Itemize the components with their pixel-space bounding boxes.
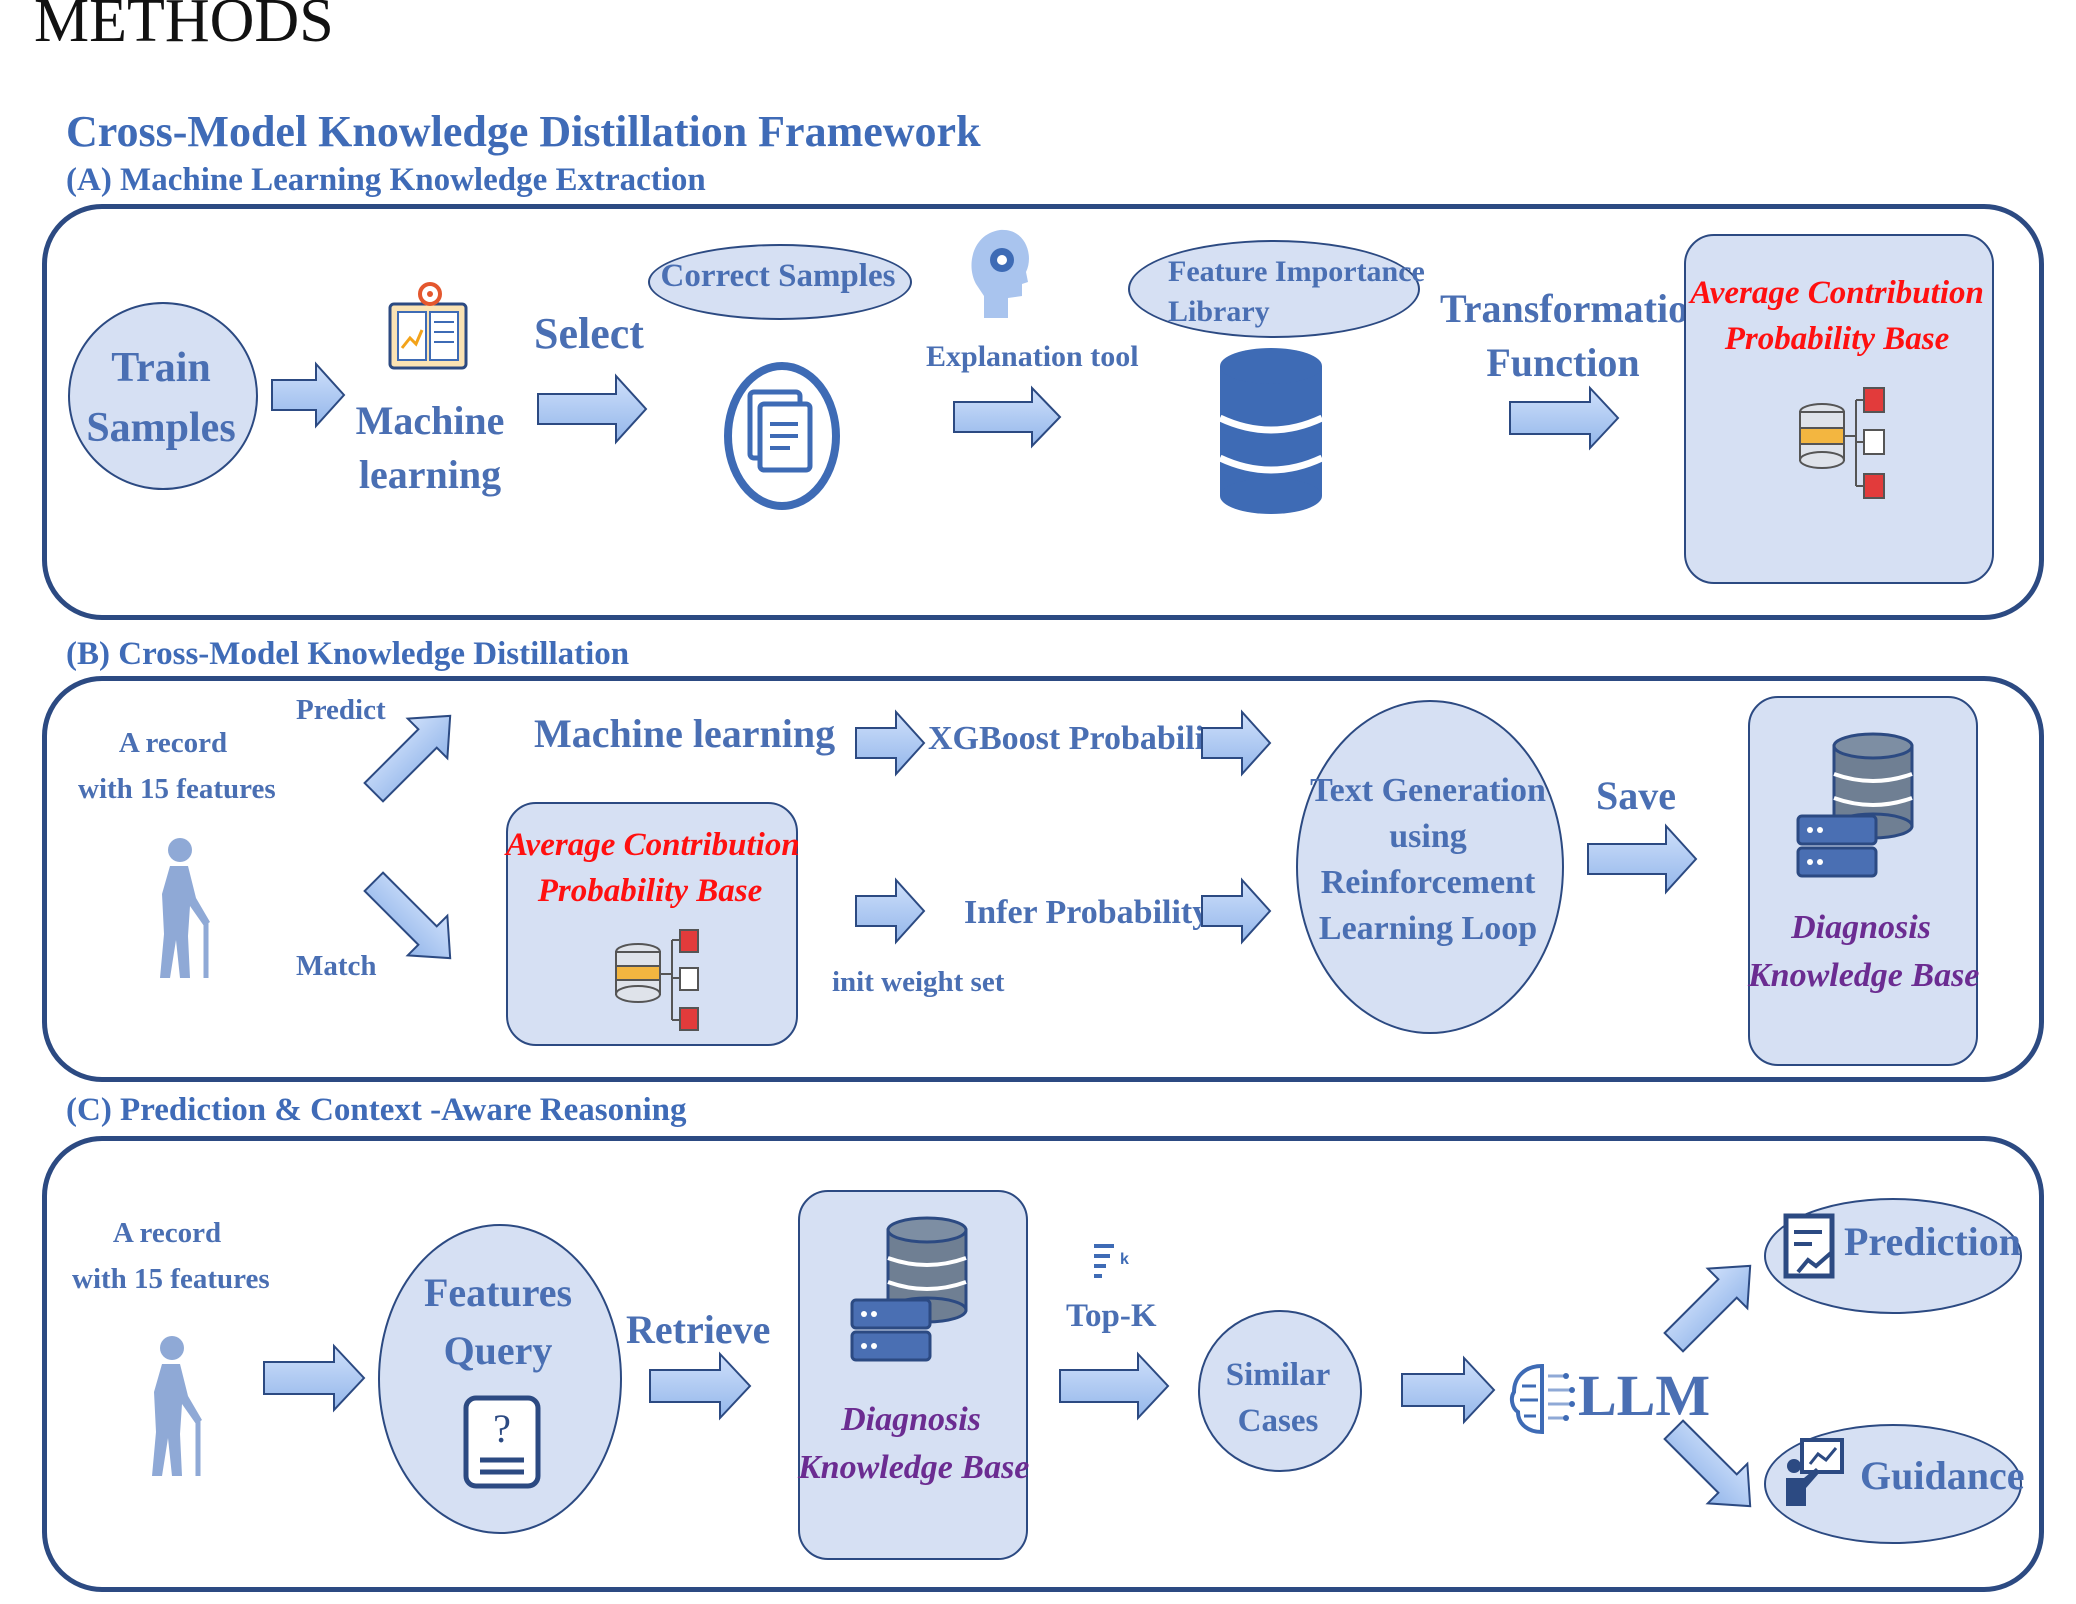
prediction-label: Prediction <box>1844 1219 2022 1264</box>
similar-cases-ellipse <box>1198 1310 1362 1472</box>
elderly-person-icon-c <box>152 1336 202 1476</box>
elderly-person-icon-b <box>160 838 210 978</box>
retrieve-label: Retrieve <box>626 1307 771 1352</box>
server-database-icon-c <box>850 1216 968 1362</box>
correct-samples-ellipse <box>648 244 912 320</box>
top-k-icon: k <box>1094 1244 1129 1278</box>
ai-brain-icon <box>1509 1363 1575 1435</box>
match-label: Match <box>296 950 377 982</box>
arrow-b-predict <box>363 714 452 803</box>
xgboost-probability-label: XGBoost Probability <box>928 720 1233 757</box>
arrow-a1 <box>271 361 346 429</box>
section-b-title: (B) Cross-Model Knowledge Distillation <box>66 636 630 672</box>
arrow-b1 <box>855 709 926 777</box>
top-k-label: Top-K <box>1066 1298 1157 1334</box>
database-tree-icon <box>1799 387 1885 499</box>
arrow-c-guidance <box>1663 1419 1752 1508</box>
arrow-b3 <box>855 877 926 945</box>
acpb-box-b <box>506 802 798 1046</box>
query-doc-icon: ? <box>463 1395 541 1489</box>
arrow-c4 <box>1401 1355 1496 1425</box>
database-icon <box>1218 348 1324 514</box>
feature-importance-ellipse <box>1128 240 1420 338</box>
llm-label: LLM <box>1578 1363 1711 1428</box>
documents-icon <box>724 362 840 510</box>
select-label: Select <box>534 309 644 358</box>
prediction-chart-icon <box>1783 1213 1835 1279</box>
framework-title: Cross-Model Knowledge Distillation Frame… <box>66 107 981 156</box>
infer-probability-label: Infer Probability <box>964 894 1210 931</box>
guidance-presenter-icon <box>1786 1438 1844 1506</box>
save-label: Save <box>1596 773 1676 818</box>
page-heading: METHODS <box>34 0 334 55</box>
train-samples-ellipse <box>68 302 258 490</box>
arrow-c2 <box>649 1351 752 1421</box>
init-weight-set-label: init weight set <box>832 966 1005 998</box>
arrow-a3 <box>953 385 1062 449</box>
predict-label: Predict <box>296 694 386 726</box>
explanation-tool-label: Explanation tool <box>926 340 1139 373</box>
arrow-b5 <box>1587 823 1698 895</box>
arrow-a2 <box>537 373 648 445</box>
arrow-c1 <box>263 1343 366 1413</box>
correct-samples-label: Correct Samples <box>660 258 896 294</box>
machine-learning-book-icon <box>388 282 468 370</box>
section-c-title: (C) Prediction & Context -Aware Reasonin… <box>66 1092 687 1128</box>
arrow-b4 <box>1201 877 1272 945</box>
machine-learning-label-b: Machine learning <box>534 711 836 756</box>
text-generation-ellipse <box>1296 700 1564 1034</box>
svg-text:?: ? <box>493 1406 511 1451</box>
arrow-c-prediction <box>1663 1264 1752 1353</box>
svg-text:k: k <box>1120 1251 1129 1268</box>
section-a-title: (A) Machine Learning Knowledge Extractio… <box>66 162 706 198</box>
arrow-c3 <box>1059 1351 1170 1421</box>
panel-c <box>42 1136 2044 1592</box>
arrow-b2 <box>1201 709 1272 777</box>
arrow-b-match <box>363 871 452 960</box>
guidance-label: Guidance <box>1860 1453 2025 1498</box>
explanation-head-icon <box>971 229 1029 318</box>
server-database-icon-b <box>1796 732 1914 878</box>
database-tree-icon-b <box>615 929 699 1031</box>
arrow-a4 <box>1509 385 1620 451</box>
